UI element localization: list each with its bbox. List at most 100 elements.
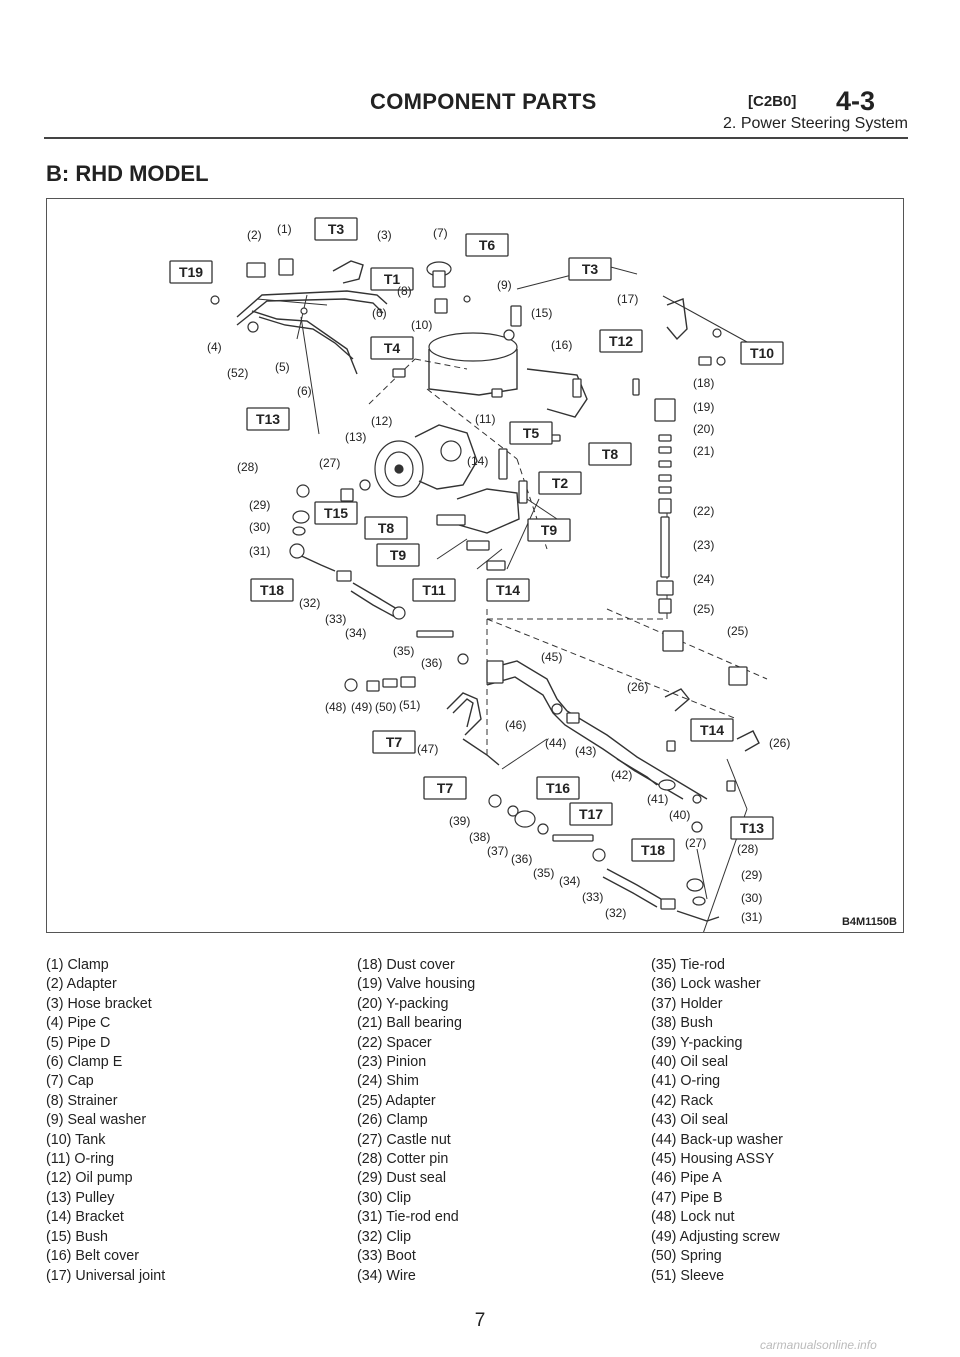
tie-rod-end-b <box>676 910 720 922</box>
legend-item: (26) Clamp <box>357 1112 428 1129</box>
leader-line <box>256 298 328 306</box>
legend-item: (39) Y-packing <box>651 1034 743 1051</box>
pulley-center <box>394 464 404 474</box>
callout-label: (29) <box>249 498 270 512</box>
callout-label: (17) <box>617 292 638 306</box>
bush-15 <box>340 488 354 502</box>
legend-item: (29) Dust seal <box>357 1170 446 1187</box>
leader-line <box>476 548 503 570</box>
seal-washer <box>463 295 471 303</box>
tank-top <box>428 332 518 362</box>
legend-item: (28) Cotter pin <box>357 1151 449 1168</box>
bolt-t5 <box>491 388 503 398</box>
page-header-subtitle: 2. Power Steering System <box>723 115 908 132</box>
callout-label: (44) <box>545 736 566 750</box>
u-joint-bolt <box>712 328 722 338</box>
tie-rod-end <box>294 552 336 572</box>
callout-label: (30) <box>249 520 270 534</box>
pipe-d-lower <box>258 316 354 360</box>
callout-label: (25) <box>727 624 748 638</box>
torque-tag-label: T16 <box>546 780 570 796</box>
page-header-section: 4-3 <box>836 86 876 116</box>
leader-line <box>300 316 320 435</box>
u-joint-bolt <box>716 356 726 366</box>
legend-item: (14) Bracket <box>46 1209 124 1226</box>
legend-item: (33) Boot <box>357 1248 416 1265</box>
torque-tag-box <box>314 217 358 241</box>
lock-washer-36 <box>537 823 549 835</box>
bolt-t2 <box>498 448 508 480</box>
torque-tag-label: T3 <box>582 261 599 277</box>
oil-seal-43 <box>566 712 580 724</box>
leader-line <box>526 498 558 520</box>
torque-tag-label: T11 <box>422 582 446 598</box>
torque-tag-label: T17 <box>579 806 603 822</box>
leader-line <box>368 358 416 405</box>
legend-item: (15) Bush <box>46 1228 108 1245</box>
callout-label: (1) <box>277 222 292 236</box>
legend-item: (30) Clip <box>357 1189 412 1206</box>
dust-seal <box>292 510 310 524</box>
callout-label: (6) <box>372 306 387 320</box>
callout-label: (52) <box>227 366 248 380</box>
bolt <box>486 560 506 571</box>
legend-item: (2) Adapter <box>46 976 117 993</box>
legend-item: (5) Pipe D <box>46 1034 111 1051</box>
callout-label: (27) <box>685 836 706 850</box>
torque-tag-label: T18 <box>260 582 284 598</box>
callout-label: (13) <box>345 430 366 444</box>
legend-item: (51) Sleeve <box>651 1267 725 1284</box>
leader-line <box>486 618 738 720</box>
torque-tag-label: T13 <box>256 411 280 427</box>
packing-ring <box>658 486 672 494</box>
y-packing-39 <box>488 794 502 808</box>
clip-32 <box>336 570 352 582</box>
torque-tag-box <box>730 816 774 840</box>
housing-end <box>486 660 504 684</box>
torque-tag-box <box>314 501 358 525</box>
pipe-b-run <box>462 738 500 766</box>
leader-line <box>501 758 518 770</box>
pipe-c <box>236 290 388 318</box>
legend-item: (21) Ball bearing <box>357 1015 462 1032</box>
torque-tag-box <box>169 260 213 284</box>
callout-label: (23) <box>693 538 714 552</box>
legend-item: (20) Y-packing <box>357 995 449 1012</box>
legend-item: (46) Pipe A <box>651 1170 722 1187</box>
packing-ring <box>658 460 672 468</box>
torque-tag-box <box>372 730 416 754</box>
pipe-d <box>236 298 384 326</box>
callout-label: (26) <box>627 680 648 694</box>
callout-label: (15) <box>531 306 552 320</box>
callout-label: (30) <box>741 891 762 905</box>
torque-tag-box <box>246 407 290 431</box>
oil-seal-40 <box>692 794 702 804</box>
callout-label: (38) <box>469 830 490 844</box>
torque-tag-box <box>250 578 294 602</box>
clamp-2 <box>246 262 266 278</box>
legend-item: (47) Pipe B <box>651 1189 723 1206</box>
torque-tag-box <box>631 838 675 862</box>
leader-line <box>414 358 468 370</box>
boot-33 <box>352 582 398 610</box>
legend-item: (40) Oil seal <box>651 1054 729 1071</box>
bracket-14 <box>456 488 520 534</box>
callout-label: (26) <box>769 736 790 750</box>
callout-label: (42) <box>611 768 632 782</box>
legend-item: (19) Valve housing <box>357 976 476 993</box>
clamp-26b <box>736 730 760 752</box>
torque-tag-box <box>412 578 456 602</box>
legend-item: (32) Clip <box>357 1228 412 1245</box>
wire-34 <box>392 606 406 620</box>
legend-item: (37) Holder <box>651 995 723 1012</box>
callout-label: (47) <box>417 742 438 756</box>
callout-label: (8) <box>397 284 412 298</box>
torque-tag-label: T9 <box>390 547 407 563</box>
callout-label: (40) <box>669 808 690 822</box>
legend-column-2: (18) Dust cover (19) Valve housing (20) … <box>357 956 475 1286</box>
housing-assy <box>486 660 708 800</box>
u-joint-nut <box>698 356 712 366</box>
callout-label: (48) <box>325 700 346 714</box>
